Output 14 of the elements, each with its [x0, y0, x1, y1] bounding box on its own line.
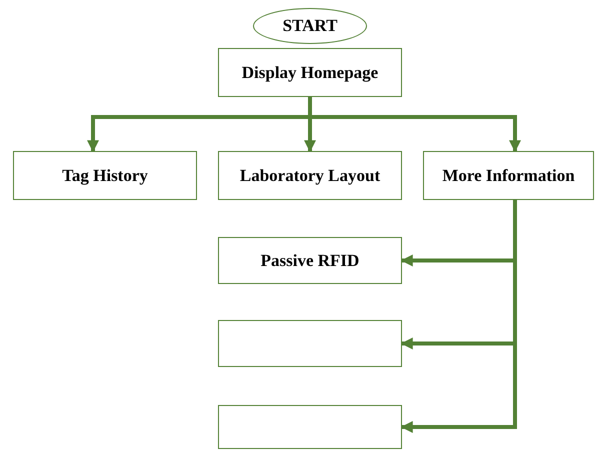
- process-box: [13, 151, 197, 200]
- arrow: [400, 200, 517, 433]
- box-label: Passive RFID: [260, 250, 360, 270]
- box-label: More Information: [442, 166, 575, 186]
- box-label: Tag History: [62, 166, 148, 186]
- box-label: START: [282, 16, 338, 36]
- process-box: [423, 151, 594, 200]
- box-label: Laboratory Layout: [240, 166, 380, 186]
- process-box: [218, 320, 402, 367]
- box-label: Display Homepage: [242, 62, 378, 82]
- process-box: [218, 405, 402, 449]
- process-box: [218, 48, 402, 97]
- process-box: [218, 237, 402, 284]
- process-box: [218, 151, 402, 200]
